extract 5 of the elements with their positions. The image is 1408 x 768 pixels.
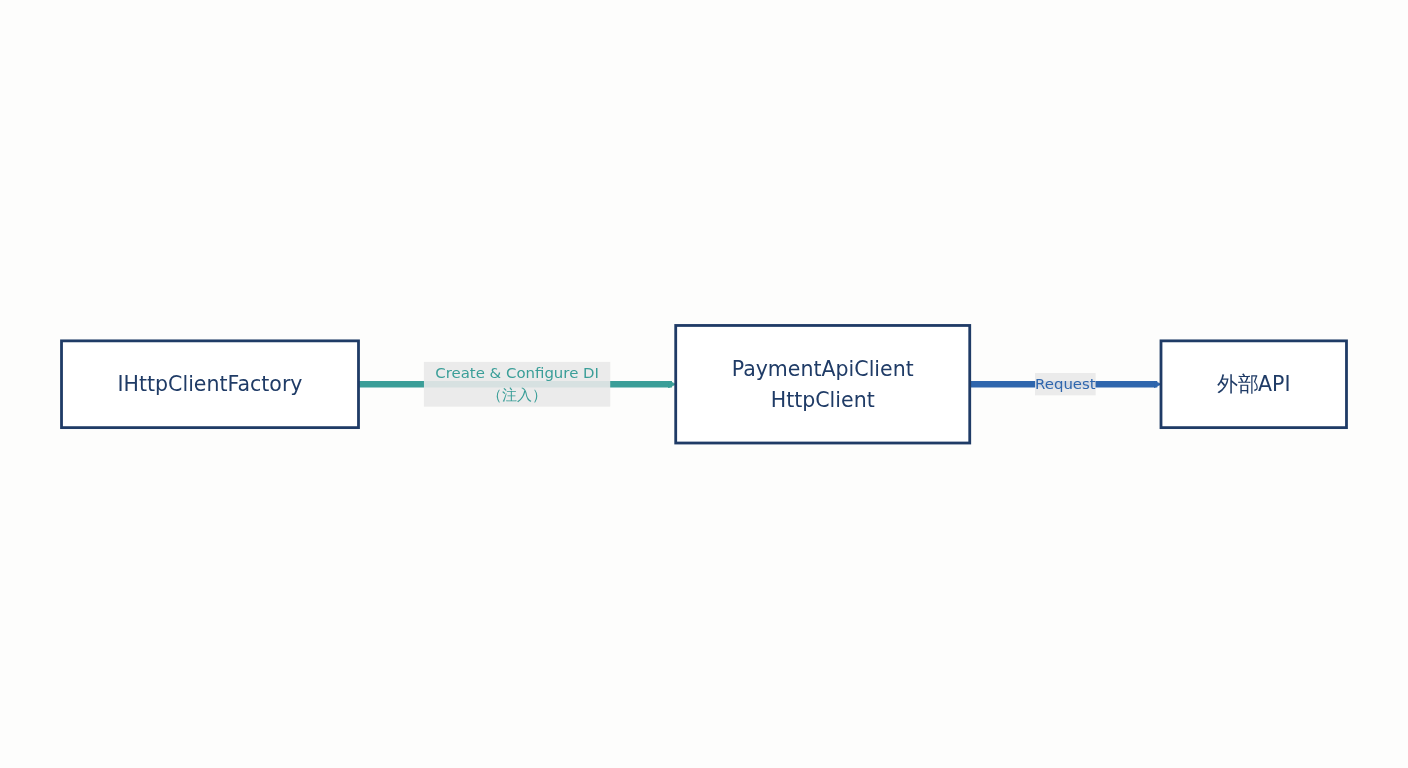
edge-label: Request: [1035, 374, 1096, 393]
node-box: IHttpClientFactory: [60, 339, 360, 429]
node-box: PaymentApiClient HttpClient: [674, 323, 972, 445]
node-box: 外部API: [1159, 339, 1348, 429]
edge-label: Create & Configure DI（注入）: [435, 363, 599, 404]
